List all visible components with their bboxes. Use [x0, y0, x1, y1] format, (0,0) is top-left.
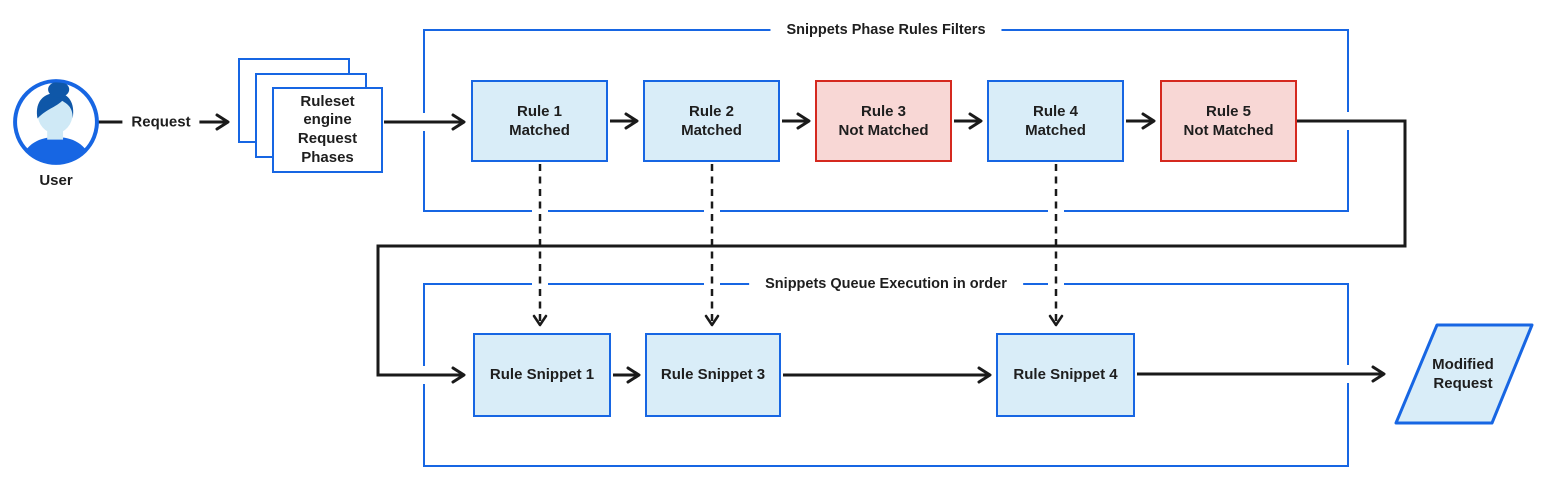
user-avatar-icon — [13, 79, 99, 165]
rule-2-matched-node: Rule 2 Matched — [643, 80, 780, 162]
rule-3-not-matched-node: Rule 3 Not Matched — [815, 80, 952, 162]
rule-4-matched-node: Rule 4 Matched — [987, 80, 1124, 162]
rule-5-not-matched-node: Rule 5 Not Matched — [1160, 80, 1297, 162]
request-label: Request — [122, 113, 200, 131]
filters-container-title: Snippets Phase Rules Filters — [770, 22, 1002, 38]
queue-container-title: Snippets Queue Execution in order — [749, 276, 1023, 292]
rule-snippet-1-node: Rule Snippet 1 — [473, 333, 611, 417]
user-label: User — [39, 172, 73, 189]
rule-snippet-4-node: Rule Snippet 4 — [996, 333, 1135, 417]
rule-snippet-3-node: Rule Snippet 3 — [645, 333, 781, 417]
rule-1-matched-node: Rule 1 Matched — [471, 80, 608, 162]
ruleset-stack-card-front: Ruleset engine Request Phases — [272, 87, 383, 173]
modified-request-label: Modified Request — [1432, 355, 1494, 393]
